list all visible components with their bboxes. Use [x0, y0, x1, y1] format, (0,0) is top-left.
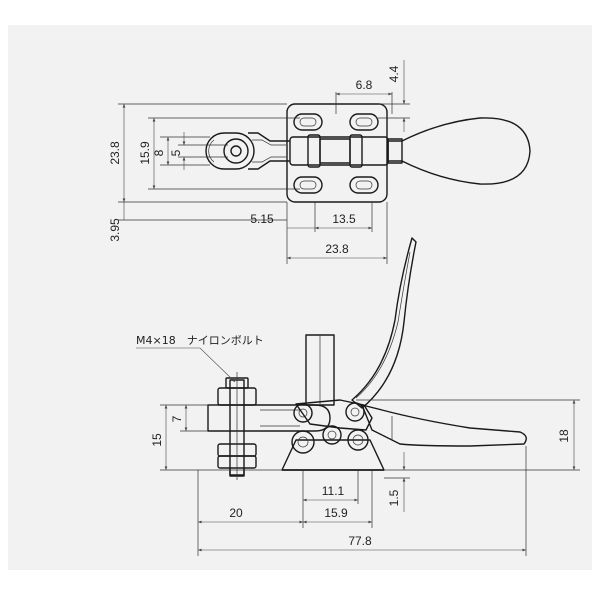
top-pin	[307, 134, 321, 168]
dim-total-height: 18	[557, 429, 571, 443]
top-inner-slot	[299, 180, 317, 190]
dim-base-inner-side: 11.1	[322, 484, 345, 498]
dim-total-length: 77.8	[348, 534, 372, 548]
dim-base-outer-side: 15.9	[324, 506, 348, 520]
top-bolt-hole	[230, 145, 242, 157]
top-slot	[349, 176, 379, 194]
top-base-plate	[286, 103, 388, 203]
side-pivot	[322, 425, 342, 445]
dim-left-offset: 5.15	[250, 212, 274, 226]
dim-top-margin: 4.4	[387, 65, 401, 82]
side-arm	[207, 404, 331, 432]
callout-label: M4×18 ナイロンボルト	[136, 334, 264, 347]
callout-leader	[136, 347, 236, 383]
side-lever	[351, 237, 417, 409]
side-pivot-inner	[297, 436, 309, 448]
drawing-panel	[8, 25, 592, 570]
dim-height-slot: 5	[169, 149, 183, 156]
top-inner-slot	[299, 117, 317, 127]
top-pin	[349, 134, 363, 168]
top-center-block	[319, 138, 351, 164]
top-bolt-circle	[223, 138, 249, 164]
top-view: 23.8 15.9 8 5 3.95 6.8 4.4 5.15 13.5	[108, 60, 531, 264]
side-pivot-inner	[327, 430, 337, 440]
side-pivot-inner	[298, 408, 308, 418]
top-arm	[248, 132, 290, 170]
side-pivot	[291, 430, 315, 454]
side-pivot	[345, 402, 365, 422]
dim-arm-height: 15	[150, 433, 164, 447]
top-inner-slot	[355, 117, 373, 127]
side-pivot-inner	[350, 407, 360, 417]
top-bolt-head	[205, 132, 255, 170]
dim-bolt-height: 7	[170, 415, 184, 422]
top-inner-slot	[355, 180, 373, 190]
side-handle	[361, 404, 527, 447]
side-arm-inner	[260, 409, 300, 427]
top-center-body	[289, 136, 389, 166]
top-bolt-washer	[208, 139, 215, 163]
dim-base-inner: 13.5	[332, 212, 356, 226]
side-view: M4×18 ナイロンボルト 15 7 18 1.5	[136, 237, 580, 556]
dim-base-thickness: 1.5	[387, 489, 401, 506]
side-lever-inner	[355, 251, 411, 399]
top-slot	[349, 113, 379, 131]
top-arm-inner	[252, 139, 286, 163]
dim-height-total: 23.8	[108, 141, 122, 165]
top-slot	[293, 113, 323, 131]
side-pivot-inner	[352, 434, 364, 446]
dim-bolt-offset: 20	[229, 506, 243, 520]
top-slot	[293, 176, 323, 194]
dim-height-mid: 15.9	[138, 141, 152, 165]
dim-offset: 3.95	[108, 218, 122, 242]
dim-hole-spacing: 6.8	[356, 78, 373, 92]
top-handle-collar	[387, 138, 403, 164]
top-handle	[387, 117, 531, 185]
dim-base-width: 23.8	[325, 242, 349, 256]
dim-height-inner: 8	[152, 149, 166, 156]
